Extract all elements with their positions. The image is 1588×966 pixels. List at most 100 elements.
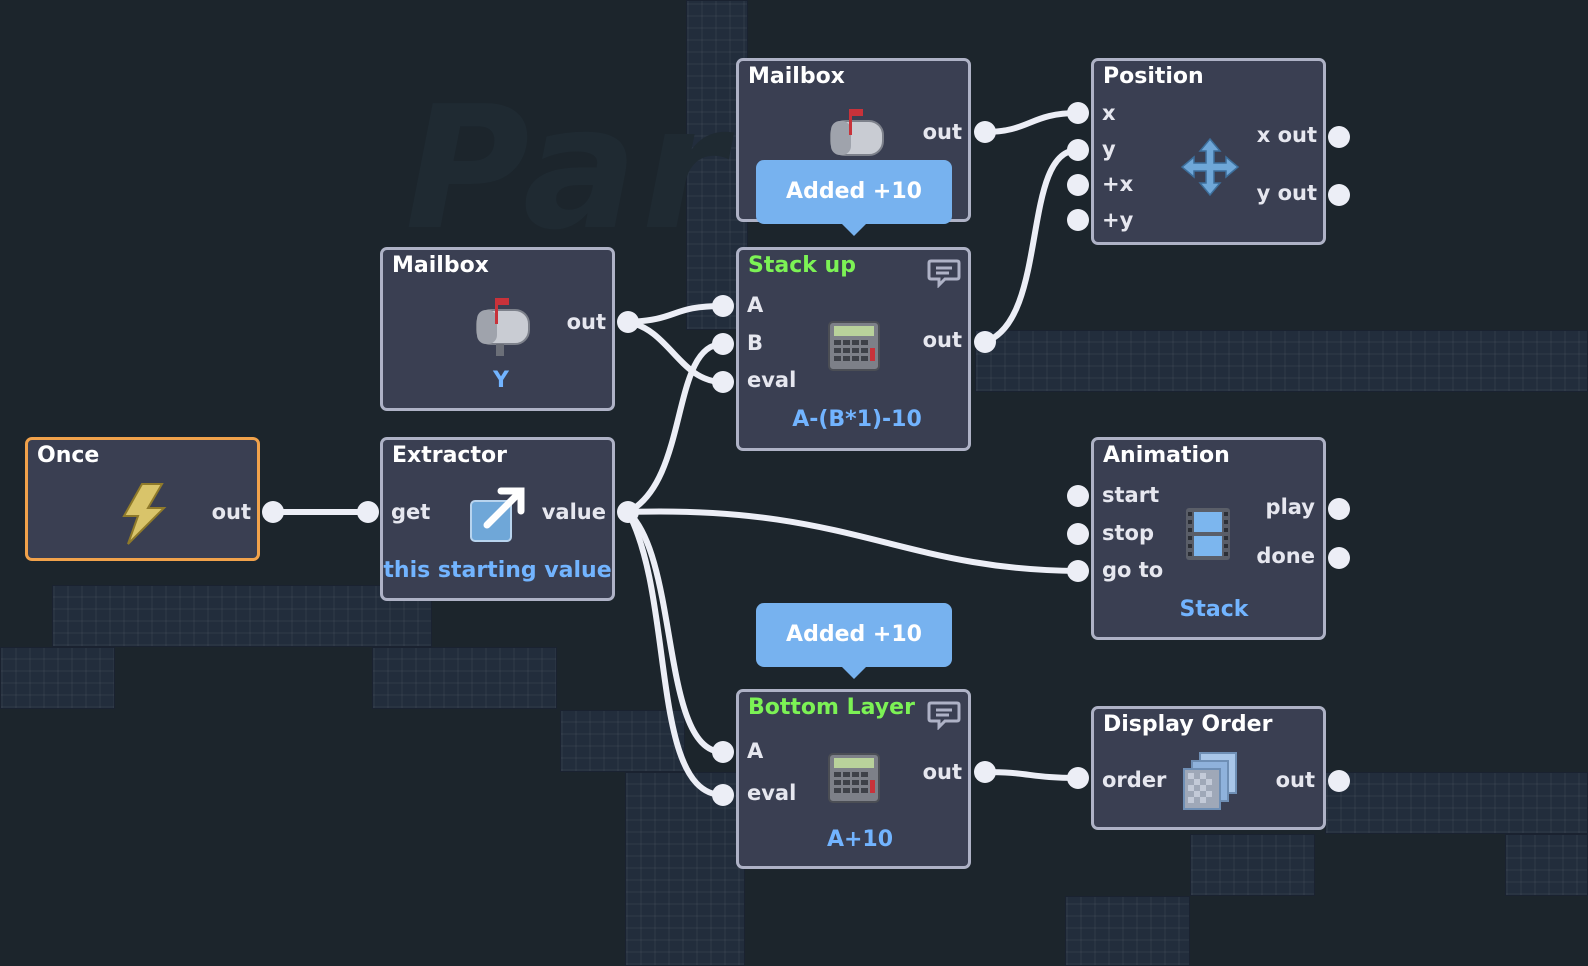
calculator-icon — [828, 321, 880, 371]
background-tile — [1325, 772, 1588, 834]
node-subtitle: A-(B*1)-10 — [792, 407, 922, 432]
node-title: Once — [37, 443, 100, 468]
port-dot-extractor-get[interactable] — [357, 501, 379, 523]
port-dot-position-y[interactable] — [1067, 139, 1089, 161]
background-tile — [560, 710, 685, 772]
port-dot-mailbox-y-out[interactable] — [617, 311, 639, 333]
port-plus-y: +y — [1102, 208, 1134, 232]
tooltip-stack-up: Added +10 — [756, 160, 952, 236]
node-title: Position — [1103, 64, 1204, 89]
port-play: play — [1265, 495, 1315, 519]
node-title: Bottom Layer — [748, 695, 915, 720]
wire-mailbox-y-stack-eval — [625, 319, 726, 385]
port-done: done — [1256, 544, 1315, 568]
comment-icon[interactable] — [927, 700, 961, 730]
node-subtitle: this starting value — [383, 558, 612, 583]
port-dot-display-order-order[interactable] — [1067, 767, 1089, 789]
export-arrow-icon — [470, 487, 525, 542]
film-strip-icon — [1186, 508, 1230, 560]
background-tile — [1190, 834, 1315, 896]
port-get: get — [391, 500, 431, 524]
wire-mailbox-y-stack-a — [625, 303, 726, 325]
port-dot-stack-b[interactable] — [712, 333, 734, 355]
port-dot-position-x-out[interactable] — [1328, 126, 1350, 148]
node-stack-up[interactable]: Stack up A B eval out A-(B*1)-10 — [736, 247, 971, 451]
port-dot-stack-eval[interactable] — [712, 371, 734, 393]
node-extractor[interactable]: Extractor get value this starting value — [380, 437, 615, 601]
tooltip-bottom-layer: Added +10 — [756, 603, 952, 679]
node-title: Stack up — [748, 253, 856, 278]
background-tile — [625, 772, 745, 966]
wire-bottom-displayorder — [982, 769, 1081, 781]
comment-icon[interactable] — [927, 258, 961, 288]
layers-icon — [1183, 752, 1237, 810]
port-dot-stack-a[interactable] — [712, 295, 734, 317]
wire-mailbox-position-x — [982, 110, 1081, 135]
wire-value-bottom-eval — [625, 509, 726, 798]
port-dot-position-x[interactable] — [1067, 102, 1089, 124]
wire-value-animation-goto — [625, 508, 1081, 574]
port-y: y — [1102, 137, 1116, 161]
lightning-icon — [122, 483, 167, 545]
canvas-watermark: Par — [405, 70, 730, 268]
node-animation[interactable]: Animation start stop go to play done Sta… — [1091, 437, 1326, 640]
background-tile — [372, 647, 557, 709]
port-eval: eval — [747, 781, 797, 805]
port-dot-animation-play[interactable] — [1328, 498, 1350, 520]
port-out: out — [922, 760, 962, 784]
port-dot-animation-goto[interactable] — [1067, 560, 1089, 582]
node-title: Animation — [1103, 443, 1230, 468]
port-b: B — [747, 331, 764, 355]
wire-value-bottom-a — [625, 509, 726, 755]
wire-stack-position-y — [982, 147, 1081, 345]
wire-value-stack-b — [625, 341, 726, 515]
background-tile — [975, 330, 1588, 392]
background-tile — [0, 647, 115, 709]
port-out: out — [566, 310, 606, 334]
background-tile — [52, 585, 432, 647]
node-title: Extractor — [392, 443, 507, 468]
node-subtitle: A+10 — [826, 827, 894, 852]
port-dot-position-y-out[interactable] — [1328, 184, 1350, 206]
node-bottom-layer[interactable]: Bottom Layer A eval out A+10 — [736, 689, 971, 869]
port-dot-bottom-a[interactable] — [712, 741, 734, 763]
port-dot-position-plus-x[interactable] — [1067, 174, 1089, 196]
port-dot-display-order-out[interactable] — [1328, 770, 1350, 792]
port-dot-bottom-out[interactable] — [974, 761, 996, 783]
background-tile — [1505, 834, 1588, 896]
node-subtitle: Y — [493, 368, 509, 393]
port-out: out — [1275, 768, 1315, 792]
port-order: order — [1102, 768, 1167, 792]
port-dot-animation-stop[interactable] — [1067, 523, 1089, 545]
move-arrows-icon — [1180, 137, 1240, 197]
mailbox-icon — [830, 109, 884, 156]
port-dot-mailbox-top-out[interactable] — [974, 121, 996, 143]
port-dot-bottom-eval[interactable] — [712, 784, 734, 806]
port-go-to: go to — [1102, 558, 1164, 582]
port-a: A — [747, 739, 764, 763]
port-out: out — [211, 500, 251, 524]
port-dot-once-out[interactable] — [262, 501, 284, 523]
port-dot-stack-out[interactable] — [974, 331, 996, 353]
calculator-icon — [828, 753, 880, 803]
node-display-order[interactable]: Display Order order out — [1091, 706, 1326, 830]
node-title: Mailbox — [748, 64, 845, 89]
port-x: x — [1102, 101, 1116, 125]
port-dot-position-plus-y[interactable] — [1067, 209, 1089, 231]
node-once[interactable]: Once out — [25, 437, 260, 561]
port-x-out: x out — [1256, 123, 1317, 147]
node-position[interactable]: Position x y +x +y x out y out — [1091, 58, 1326, 245]
port-dot-animation-start[interactable] — [1067, 485, 1089, 507]
mailbox-icon — [476, 298, 530, 356]
port-out: out — [922, 120, 962, 144]
port-y-out: y out — [1256, 181, 1317, 205]
port-out: out — [922, 328, 962, 352]
node-title: Mailbox — [392, 253, 489, 278]
node-subtitle: Stack — [1179, 597, 1249, 622]
port-dot-animation-done[interactable] — [1328, 547, 1350, 569]
port-value: value — [541, 500, 606, 524]
port-dot-extractor-value[interactable] — [617, 501, 639, 523]
node-mailbox-y[interactable]: Mailbox out Y — [380, 247, 615, 411]
